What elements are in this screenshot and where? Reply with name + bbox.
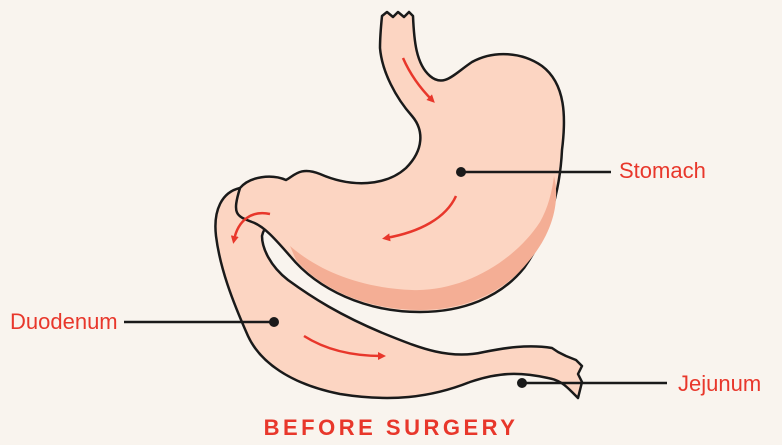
jejunum-label: Jejunum: [678, 373, 761, 395]
stomach-label: Stomach: [619, 160, 706, 182]
jejunum-callout: [517, 378, 667, 388]
diagram-caption: BEFORE SURGERY: [0, 417, 782, 439]
duodenum-label: Duodenum: [10, 311, 118, 333]
